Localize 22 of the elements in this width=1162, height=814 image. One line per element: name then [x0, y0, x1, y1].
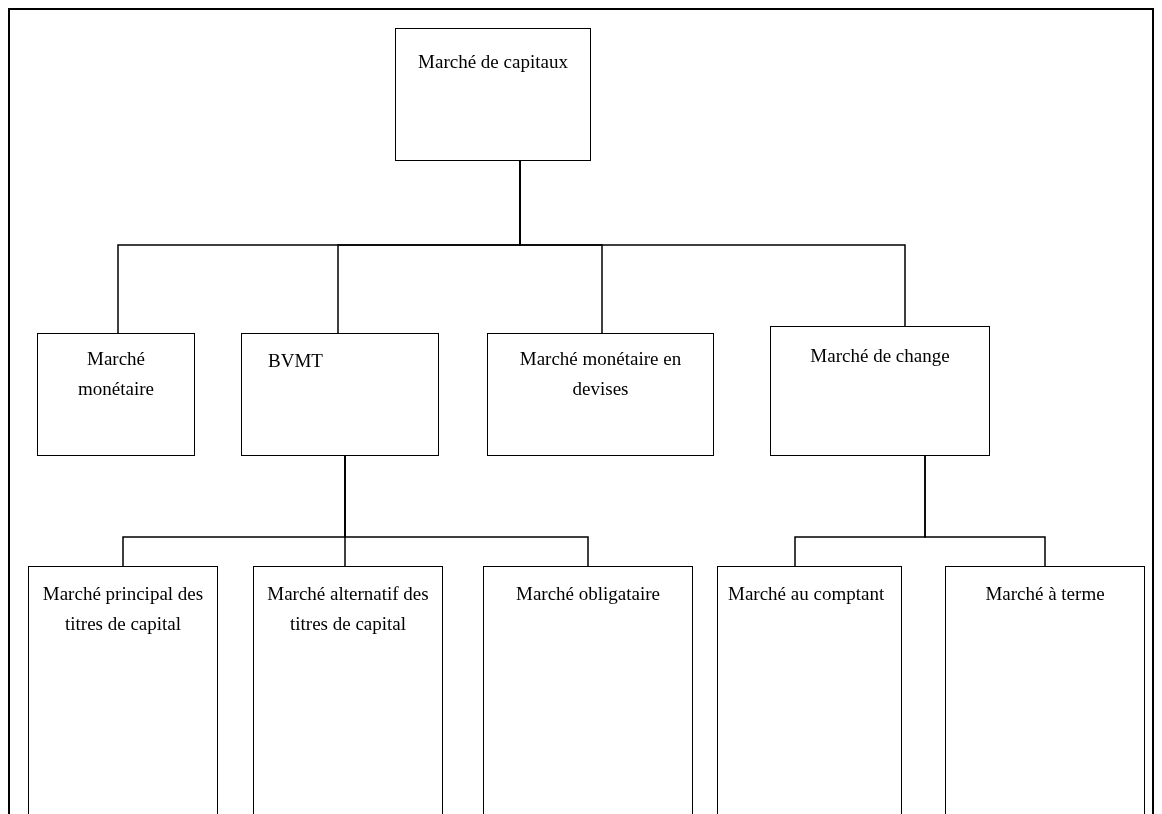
- text-box: [253, 566, 443, 814]
- box-label: Marché de capitaux: [418, 50, 568, 74]
- box-label: Marché de change: [810, 344, 950, 368]
- box-label: Marché monétaire en devises: [518, 347, 683, 401]
- connector-line: [344, 455, 589, 567]
- text-box: [395, 28, 591, 161]
- box-label: Marché monétaire: [77, 347, 155, 401]
- text-box: [37, 333, 195, 456]
- box-label: Marché alternatif des titres de capital: [266, 582, 430, 636]
- box-label: Marché à terme: [985, 582, 1105, 606]
- box-label: Marché obligataire: [516, 582, 660, 606]
- text-box: [483, 566, 693, 814]
- connector-line: [924, 455, 1046, 567]
- text-box: [241, 333, 439, 456]
- text-box: [770, 326, 990, 456]
- text-box: [28, 566, 218, 814]
- text-box: [717, 566, 902, 814]
- text-box: [487, 333, 714, 456]
- box-label: Marché au comptant: [728, 582, 885, 606]
- box-label: Marché principal des titres de capital: [41, 582, 205, 636]
- box-label: BVMT: [267, 349, 323, 373]
- text-box: [945, 566, 1145, 814]
